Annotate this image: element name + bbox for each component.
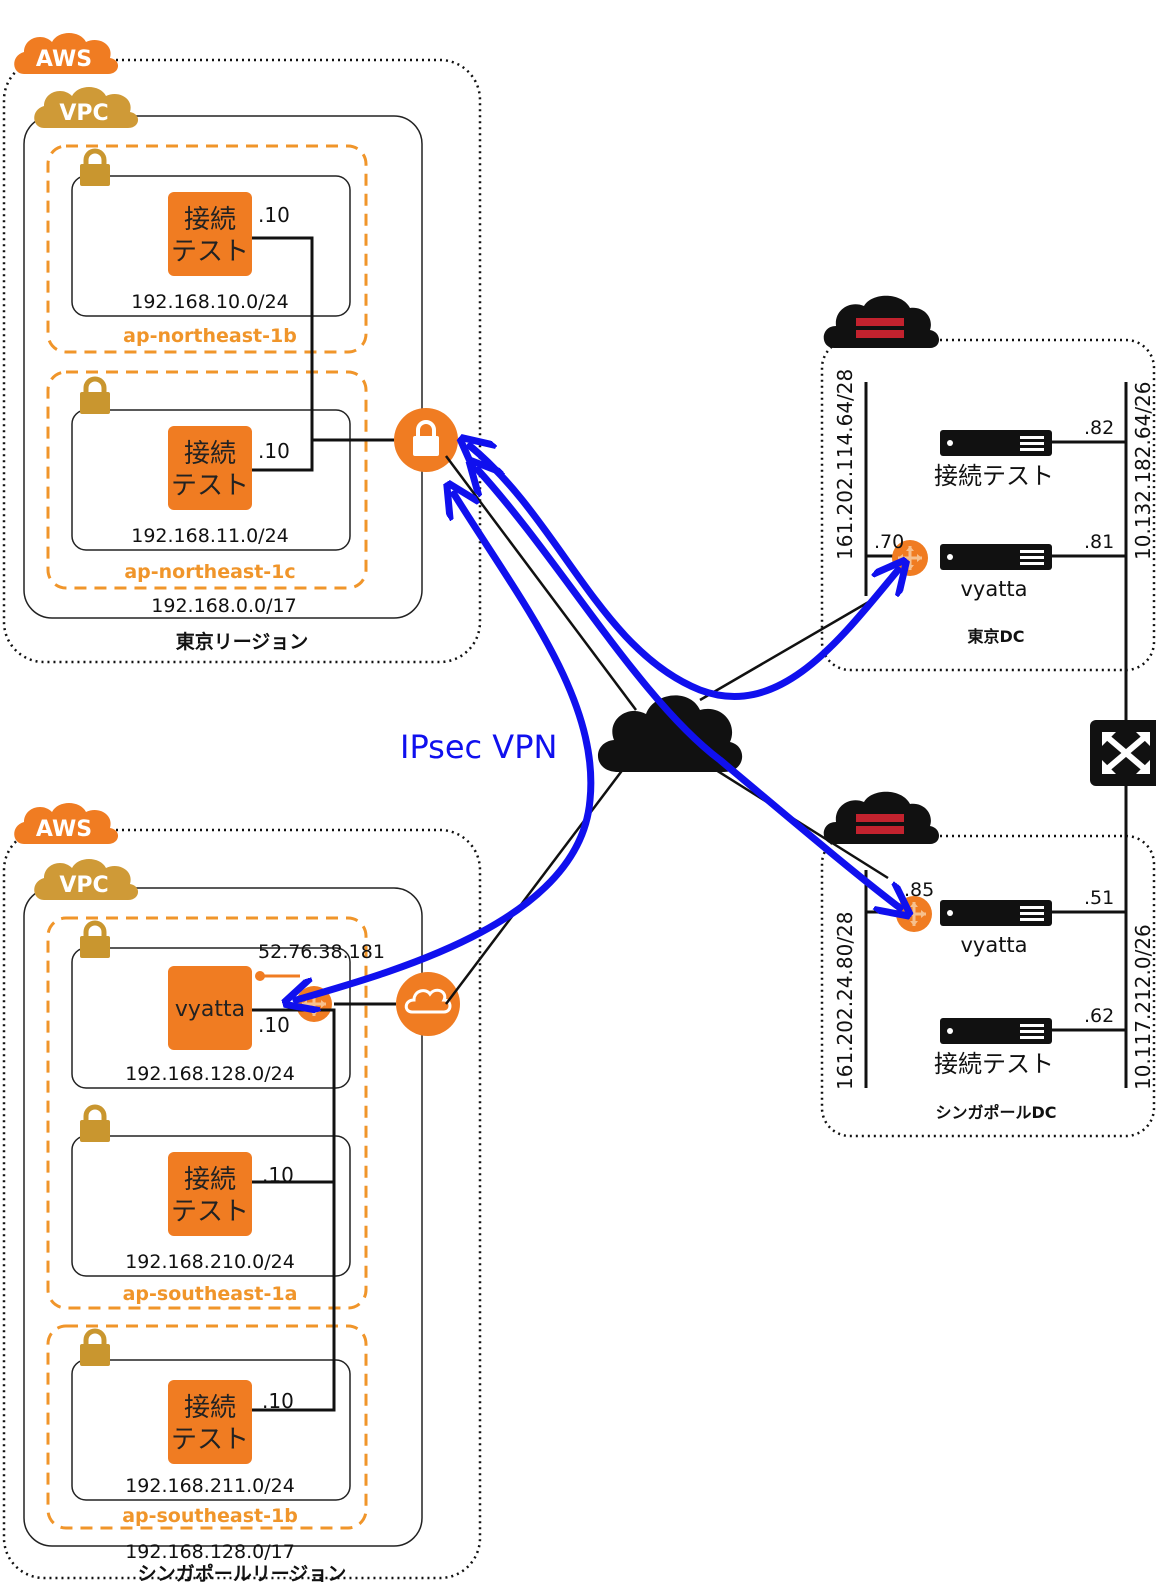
zone-name: ap-northeast-1c [124, 561, 295, 583]
router-ip: .70 [874, 531, 904, 553]
singapore-region: AWS VPC vyatta 52.76.38.181 .10 192.168.… [2, 803, 482, 1585]
instance-ip: .10 [258, 1013, 290, 1037]
instance-label-line2: テスト [171, 1197, 249, 1227]
lock-icon [80, 151, 110, 186]
instance-label-line1: 接続 [184, 439, 236, 469]
instance-label-line1: 接続 [184, 1165, 236, 1195]
instance-ip: .10 [258, 203, 290, 227]
server-name: 接続テスト [934, 462, 1054, 490]
server-name: vyatta [960, 933, 1027, 957]
zone-name: ap-northeast-1b [123, 325, 297, 347]
datacenter-cloud-icon [823, 295, 939, 348]
region-label: シンガポールリージョン [138, 1562, 347, 1585]
server-icon [940, 1018, 1052, 1044]
vpc-label: VPC [59, 101, 108, 126]
switch-icon [1090, 720, 1156, 786]
instance-label-line2: テスト [171, 237, 249, 267]
subnet-cidr: 192.168.10.0/24 [131, 291, 289, 313]
subnet-cidr: 192.168.210.0/24 [125, 1251, 295, 1273]
dc-label: 東京DC [967, 627, 1024, 646]
vpn-tunnels [296, 446, 900, 1000]
vpc-cloud-icon: VPC [34, 87, 139, 128]
aws-cloud-icon: AWS [14, 33, 119, 74]
server-name: vyatta [960, 577, 1027, 601]
vyatta-instance-label: vyatta [175, 997, 245, 1022]
tokyo-region: AWS VPC 接続 テスト .10 192.168.10.0/24 ap-no… [2, 33, 482, 664]
private-network-cidr: 10.132.182.64/26 [1131, 381, 1155, 560]
aws-label: AWS [36, 817, 92, 842]
lock-icon [80, 379, 110, 414]
region-label: 東京リージョン [176, 630, 309, 653]
server-ip: .81 [1084, 531, 1114, 553]
public-ip: 52.76.38.181 [258, 941, 385, 963]
instance-ip: .10 [258, 439, 290, 463]
private-network-cidr: 10.117.212.0/26 [1131, 924, 1155, 1090]
vpc-cloud-icon: VPC [34, 859, 139, 900]
datacenter-cloud-icon [823, 791, 939, 844]
vpc-cidr: 192.168.0.0/17 [151, 595, 296, 617]
vpc-cidr: 192.168.128.0/17 [125, 1541, 295, 1563]
server-icon [940, 900, 1052, 926]
zone-name: ap-southeast-1a [123, 1283, 298, 1305]
server-icon [940, 430, 1052, 456]
vpc-label: VPC [59, 873, 108, 898]
lock-icon [80, 1331, 110, 1366]
instance-label-line2: テスト [171, 471, 249, 501]
vpn-label: IPsec VPN [400, 728, 557, 766]
singapore-dc: 161.202.24.80/28 10.117.212.0/26 .85 vya… [820, 791, 1156, 1138]
server-ip: .62 [1084, 1005, 1114, 1027]
vpn-gateway-icon [394, 408, 458, 472]
tokyo-dc: 161.202.114.64/28 10.132.182.64/26 接続テスト… [820, 295, 1156, 672]
router-icon [894, 894, 934, 934]
server-ip: .51 [1084, 887, 1114, 909]
dc-label: シンガポールDC [935, 1103, 1056, 1122]
instance-label-line2: テスト [171, 1425, 249, 1455]
public-network-cidr: 161.202.24.80/28 [833, 911, 857, 1090]
subnet-cidr: 192.168.211.0/24 [125, 1475, 295, 1497]
public-network-cidr: 161.202.114.64/28 [833, 369, 857, 560]
subnet-cidr: 192.168.128.0/24 [125, 1063, 295, 1085]
zone-name: ap-southeast-1b [122, 1505, 298, 1527]
server-name: 接続テスト [934, 1050, 1054, 1078]
server-icon [940, 544, 1052, 570]
router-ip: .85 [904, 879, 934, 901]
subnet-cidr: 192.168.11.0/24 [131, 525, 289, 547]
server-ip: .82 [1084, 417, 1114, 439]
internet-gateway-icon [396, 972, 460, 1036]
instance-label-line1: 接続 [184, 1393, 236, 1423]
aws-cloud-icon: AWS [14, 803, 119, 844]
lock-icon [80, 1107, 110, 1142]
lock-icon [80, 923, 110, 958]
aws-label: AWS [36, 47, 92, 72]
instance-label-line1: 接続 [184, 205, 236, 235]
